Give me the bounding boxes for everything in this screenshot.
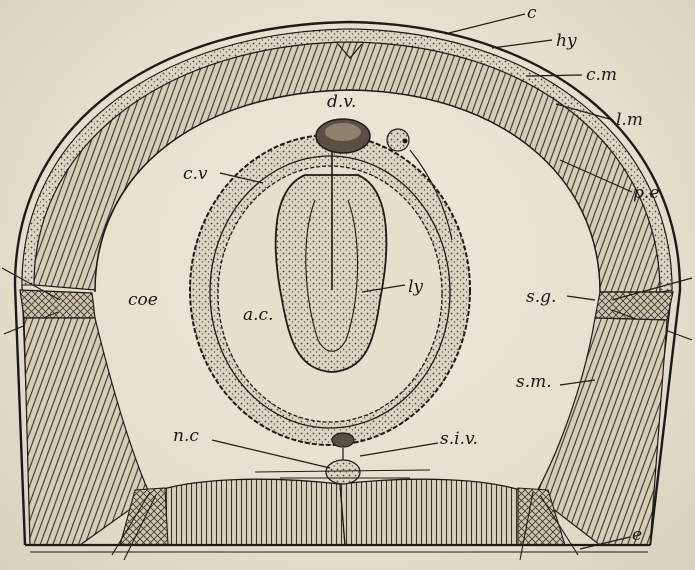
left-seta-sac — [20, 290, 95, 318]
typhlosole — [276, 175, 387, 372]
label-coe: coe — [128, 290, 158, 310]
subintestinal-vessel — [332, 433, 354, 447]
label-dv: d.v. — [327, 92, 356, 112]
intestine — [190, 119, 470, 447]
label-pe: p.e. — [633, 183, 665, 203]
label-e: e — [632, 525, 642, 545]
label-nc: n.c — [173, 426, 199, 446]
right-seta-sac — [595, 292, 673, 320]
ventral-muscle-right — [340, 479, 520, 545]
label-hy: hy — [556, 31, 577, 51]
label-ac: a.c. — [243, 305, 273, 325]
ventral-muscle-left — [160, 479, 345, 545]
label-lm: l.m — [616, 110, 643, 130]
label-siv: s.i.v. — [440, 429, 478, 449]
nerve-cord — [255, 448, 430, 484]
label-c: c — [527, 3, 537, 23]
label-sm: s.m. — [516, 372, 552, 392]
label-ly: ly — [408, 277, 423, 297]
label-cv: c.v — [183, 164, 208, 184]
nerve-cord-body — [326, 460, 360, 484]
label-cm: c.m — [586, 65, 617, 85]
label-sg: s.g. — [526, 287, 556, 307]
